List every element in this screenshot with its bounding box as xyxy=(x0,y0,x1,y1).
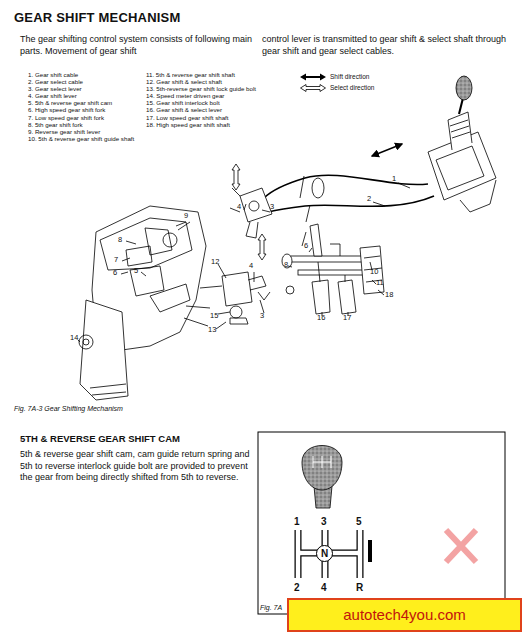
gear-position: N xyxy=(321,548,328,559)
part-list-item: 13. 5th-reverse gear shift lock guide bo… xyxy=(146,85,258,92)
part-list-item: 2. Gear select cable xyxy=(28,78,141,85)
part-list-item: 1. Gear shift cable xyxy=(28,71,141,78)
part-list-item: 10. 5th & reverse gear shift guide shaft xyxy=(28,135,141,142)
part-list-item: 14. Speed meter driven gear xyxy=(146,92,258,99)
part-list-item: 5. 5th & reverse gear shift cam xyxy=(28,99,141,106)
figure-caption: Fig. 7A-3 Gear Shifting Mechanism xyxy=(14,405,123,412)
callout-number: 11 xyxy=(376,279,384,287)
gear-position: 5 xyxy=(356,516,362,527)
callout-number: 7 xyxy=(114,256,118,264)
part-list-item: 3. Gear select lever xyxy=(28,85,141,92)
part-list-item: 11. 5th & reverse gear shift shaft xyxy=(146,71,258,78)
part-list-item: 9. Reverse gear shift lever xyxy=(28,128,141,135)
callout-number: 3 xyxy=(270,203,274,211)
neutral-circle: N xyxy=(316,545,333,562)
part-list-item: 4. Gear shift lever xyxy=(28,92,141,99)
legend-text: Select direction xyxy=(330,84,374,92)
callout-number: 4 xyxy=(237,203,241,211)
select-arrow-sample xyxy=(300,84,326,92)
callout-number: 6 xyxy=(304,242,308,250)
part-list-item: 8. 5th gear shift fork xyxy=(28,121,141,128)
gear-position: R xyxy=(356,582,363,593)
part-list-item: 17. Low speed gear shift shaft xyxy=(146,114,258,121)
callout-number: 8 xyxy=(284,261,288,269)
callout-number: 10 xyxy=(370,268,378,276)
callout-number: 16 xyxy=(317,314,325,322)
callout-number: 17 xyxy=(343,314,351,322)
body-text: control lever is transmitted to gear shi… xyxy=(262,34,507,57)
callout-number: 1 xyxy=(392,175,396,183)
body-text: 5th & reverse gear shift cam, cam guide … xyxy=(20,449,252,484)
page-title: GEAR SHIFT MECHANISM xyxy=(14,10,181,25)
callout-number: 5 xyxy=(134,267,138,275)
body-text: The gear shifting control system consist… xyxy=(20,34,258,57)
parts-list: 1. Gear shift cable2. Gear select cable3… xyxy=(28,71,141,142)
legend-row: Select direction xyxy=(300,83,410,94)
callout-number: 12 xyxy=(211,258,219,266)
part-list-item: 18. High speed gear shift shaft xyxy=(146,121,258,128)
callout-number: 6 xyxy=(113,269,117,277)
parts-list: 11. 5th & reverse gear shift shaft12. Ge… xyxy=(146,71,258,128)
legend: Shift directionSelect direction xyxy=(300,72,410,94)
callout-number: 8 xyxy=(118,236,122,244)
callout-number: 9 xyxy=(184,212,188,220)
callout-number: 18 xyxy=(385,291,393,299)
callout-number: 3 xyxy=(260,312,264,320)
figure-caption: Fig. 7A xyxy=(260,604,282,611)
gear-position: 2 xyxy=(294,582,300,593)
shift-arrow-sample xyxy=(300,73,326,81)
callout-number: 4 xyxy=(249,262,253,270)
callout-number: 14 xyxy=(70,334,78,342)
gear-position: 3 xyxy=(321,516,327,527)
part-list-item: 6. High speed gear shift fork xyxy=(28,106,141,113)
part-list-item: 7. Low speed gear shift fork xyxy=(28,114,141,121)
callout-number: 13 xyxy=(208,326,216,334)
callout-number: 15 xyxy=(210,312,218,320)
callout-number: 2 xyxy=(367,195,371,203)
watermark-box: autotech4you.com xyxy=(287,598,522,632)
legend-row: Shift direction xyxy=(300,72,410,83)
gear-position: 1 xyxy=(294,516,300,527)
section-heading: 5TH & REVERSE GEAR SHIFT CAM xyxy=(20,433,180,444)
part-list-item: 16. Gear shift & select lever xyxy=(146,106,258,113)
gear-position: 4 xyxy=(321,582,327,593)
part-list-item: 15. Gear shift interlock bolt xyxy=(146,99,258,106)
legend-text: Shift direction xyxy=(330,73,369,81)
watermark-text: autotech4you.com xyxy=(343,606,466,623)
part-list-item: 12. Gear shift & select shaft xyxy=(146,78,258,85)
